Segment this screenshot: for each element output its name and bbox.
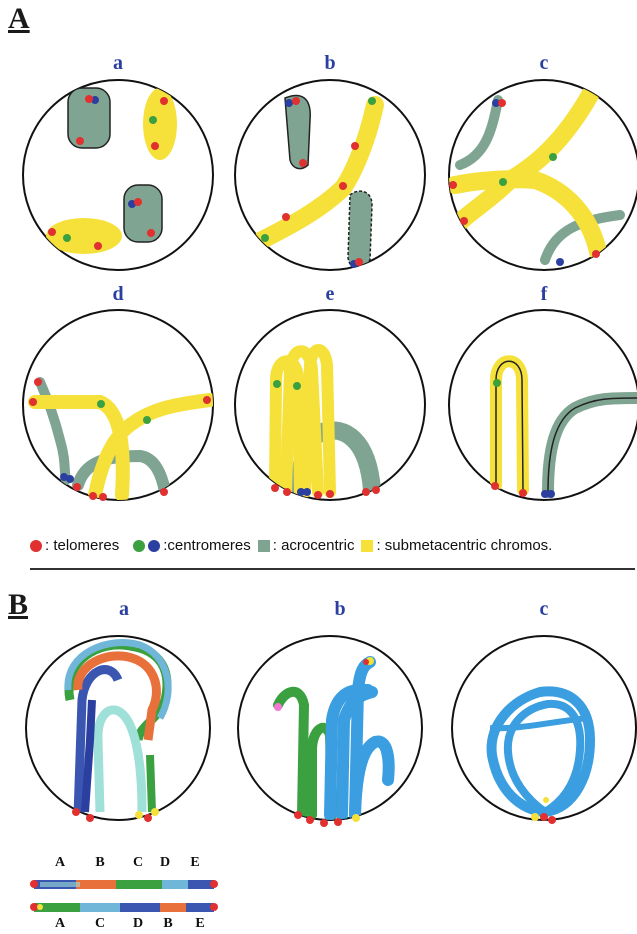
- nucleus-b-c: [452, 636, 636, 824]
- nucleus-a-b: [235, 80, 425, 270]
- chrom-label-top-4: E: [185, 855, 205, 871]
- nucleus-b-a: [26, 636, 210, 822]
- acrocentric-swatch: [258, 540, 270, 552]
- chrom-label-top-0: A: [50, 855, 70, 871]
- centromere-blue-dot: [148, 540, 160, 552]
- chrom-label-bottom-1: C: [90, 916, 110, 932]
- chrom-label-bottom-2: D: [128, 916, 148, 932]
- chrom-label-top-1: B: [90, 855, 110, 871]
- chrom-label-top-3: D: [155, 855, 175, 871]
- nucleus-a-e: [235, 310, 425, 500]
- chrom-label-bottom-3: B: [158, 916, 178, 932]
- legend-centromeres: :centromeres: [163, 537, 251, 554]
- chrom-label-bottom-4: E: [190, 916, 210, 932]
- legend-telomeres: : telomeres: [45, 537, 119, 554]
- legend-submetacentric: : submetacentric chromos.: [376, 537, 552, 554]
- nucleus-a-f: [449, 310, 637, 500]
- centromere-green-dot: [133, 540, 145, 552]
- chrom-label-bottom-0: A: [50, 916, 70, 932]
- nucleus-a-c: [449, 80, 637, 270]
- chrom-label-top-2: C: [128, 855, 148, 871]
- chromosome-bar-bottom: [30, 903, 218, 912]
- nucleus-a-d: [23, 310, 213, 501]
- legend: : telomeres :centromeres : acrocentric :…: [30, 537, 552, 554]
- chromosome-bar-top: [30, 880, 218, 889]
- submetacentric-swatch: [361, 540, 373, 552]
- nucleus-b-b: [238, 636, 422, 827]
- divider-line: [30, 568, 635, 570]
- legend-acrocentric: : acrocentric: [273, 537, 355, 554]
- telomere-legend-dot: [30, 540, 42, 552]
- nucleus-a-a: [23, 80, 213, 270]
